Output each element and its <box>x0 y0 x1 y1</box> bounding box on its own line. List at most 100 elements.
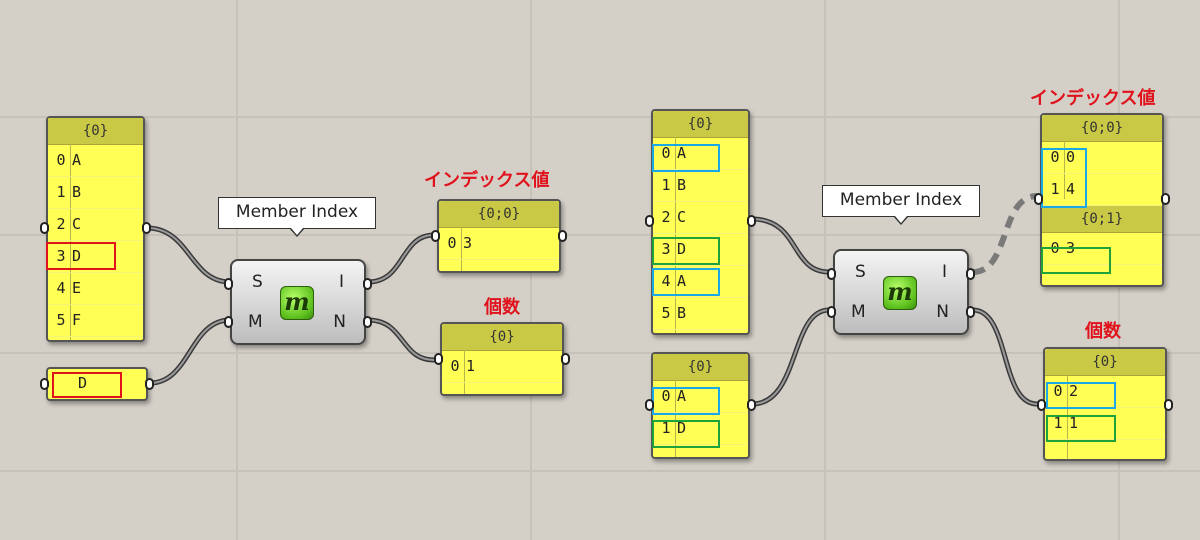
item-value: A <box>677 272 687 290</box>
output-port-i[interactable] <box>363 278 372 290</box>
input-port-s[interactable] <box>224 278 233 290</box>
input-port[interactable] <box>645 215 654 227</box>
input-port-m[interactable] <box>827 306 836 318</box>
output-n-label: N <box>333 312 346 332</box>
item-index: 3 <box>661 240 671 258</box>
item-index: 3 <box>56 247 66 265</box>
input-port[interactable] <box>40 222 49 234</box>
item-index: 5 <box>661 304 671 322</box>
member-index-tooltip: Member Index <box>822 185 980 225</box>
input-port[interactable] <box>1037 399 1046 411</box>
item-index: 2 <box>56 215 66 233</box>
annotation-count: 個数 <box>484 297 520 318</box>
input-port[interactable] <box>1034 193 1043 205</box>
label-text: Member Index <box>839 190 963 210</box>
item-value: B <box>677 176 687 194</box>
output-port[interactable] <box>561 353 570 365</box>
item-value: 2 <box>1069 382 1079 400</box>
input-port-m[interactable] <box>224 316 233 328</box>
item-value: B <box>677 304 687 322</box>
output-port[interactable] <box>145 378 154 390</box>
output-port-n[interactable] <box>363 316 372 328</box>
panel-header: {0;0} <box>1042 115 1162 142</box>
label-text: {0} <box>687 116 714 132</box>
member-index-icon: m <box>280 286 314 320</box>
label-text: {0;0} <box>477 206 521 222</box>
index-divider <box>675 380 676 457</box>
wire-i2-to-index-dashed <box>972 193 1038 275</box>
input-port-s[interactable] <box>827 268 836 280</box>
input-m-label: M <box>248 312 263 332</box>
label-text: Member Index <box>235 202 359 222</box>
member-panel[interactable]: D <box>40 367 154 401</box>
item-value: A <box>677 387 687 405</box>
item-value: 4 <box>1066 180 1076 198</box>
item-index: 0 <box>661 387 671 405</box>
panel-header: {0} <box>653 354 748 381</box>
label-text: {0} <box>1092 354 1118 370</box>
input-port[interactable] <box>40 378 49 390</box>
input-s-label: S <box>252 272 263 292</box>
item-value: 3 <box>463 234 473 252</box>
input-port[interactable] <box>431 230 440 242</box>
output-port[interactable] <box>747 215 756 227</box>
label-text: {0} <box>687 359 714 375</box>
panel-header: {0} <box>1045 349 1165 376</box>
input-port[interactable] <box>434 353 443 365</box>
item-value: C <box>72 215 82 233</box>
item-index: 0 <box>661 144 671 162</box>
member-index-component[interactable]: S M I N m <box>827 249 975 335</box>
item-index: 0 <box>1053 382 1063 400</box>
item-index: 0 <box>1050 148 1060 166</box>
item-index: 1 <box>1053 414 1063 432</box>
annotation-index-values: インデックス値 <box>1030 88 1156 109</box>
item-value: 0 <box>1066 148 1076 166</box>
item-value: A <box>677 144 687 162</box>
item-value: 1 <box>1069 414 1079 432</box>
input-m-label: M <box>851 302 866 322</box>
input-port[interactable] <box>645 399 654 411</box>
output-port-n[interactable] <box>966 306 975 318</box>
output-port[interactable] <box>1161 193 1170 205</box>
annotation-index-values: インデックス値 <box>424 170 550 191</box>
output-port[interactable] <box>558 230 567 242</box>
item-value: D <box>677 240 687 258</box>
output-port[interactable] <box>747 399 756 411</box>
item-index: 4 <box>661 272 671 290</box>
panel-header: {0} <box>653 111 748 138</box>
output-port[interactable] <box>1164 399 1173 411</box>
item-value: 3 <box>1066 239 1076 257</box>
member-value: D <box>78 374 88 392</box>
item-value: F <box>72 311 82 329</box>
label-text: {0;1} <box>1080 211 1124 227</box>
item-index: 1 <box>661 176 671 194</box>
item-value: B <box>72 183 82 201</box>
item-index: 0 <box>447 234 457 252</box>
output-port[interactable] <box>142 222 151 234</box>
wire-member2-to-m <box>749 307 832 407</box>
member-index-component[interactable]: S M I N m <box>224 259 372 345</box>
panel-header: {0;1} <box>1042 206 1162 233</box>
wire-list2-to-s <box>749 216 832 275</box>
output-port-i[interactable] <box>966 268 975 280</box>
